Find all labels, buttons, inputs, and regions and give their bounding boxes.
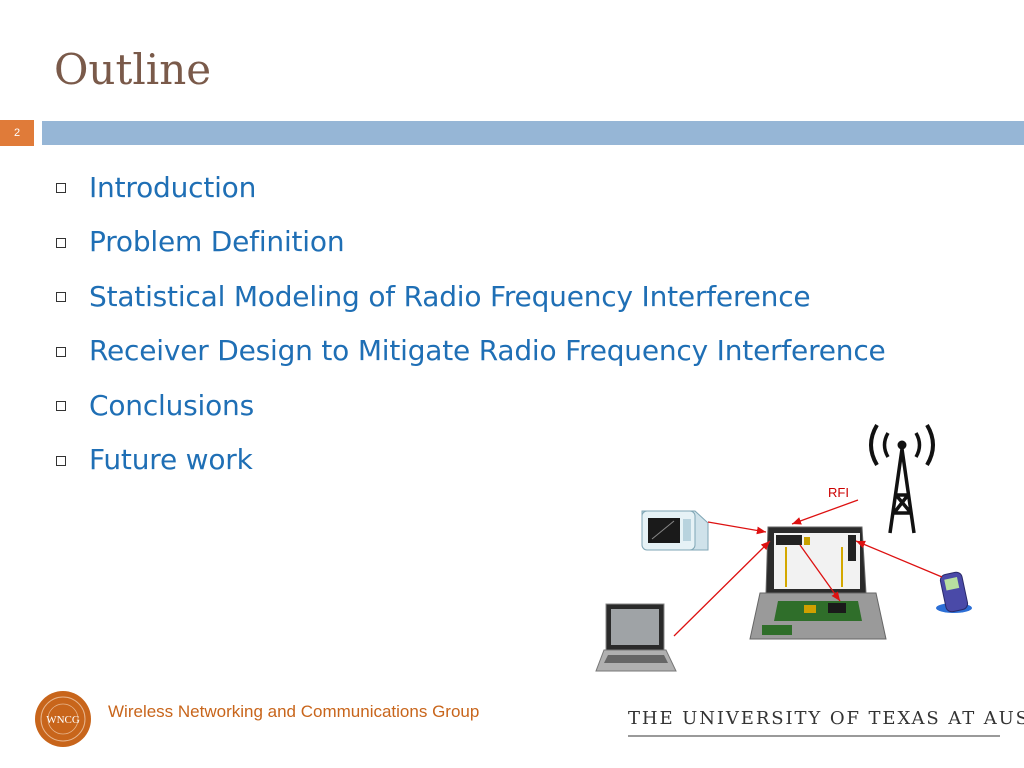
bullet-square-icon	[56, 292, 66, 303]
bullet-square-icon	[56, 346, 66, 357]
logo-text: WNCG	[46, 714, 80, 726]
slide-title: Outline	[54, 45, 212, 94]
list-item: Future work	[56, 433, 886, 488]
bullet-text: Problem Definition	[89, 225, 345, 259]
slide-number-box: 2	[0, 120, 34, 146]
list-item: Receiver Design to Mitigate Radio Freque…	[56, 324, 886, 379]
bullet-square-icon	[56, 183, 66, 194]
list-item: Introduction	[56, 160, 886, 215]
list-item: Conclusions	[56, 378, 886, 433]
microwave-icon	[641, 510, 709, 551]
bullet-text: Future work	[89, 443, 253, 477]
open-laptop-board-icon	[749, 526, 887, 640]
slide-number: 2	[13, 127, 21, 139]
bullet-square-icon	[56, 401, 66, 412]
antenna-tower-icon	[869, 423, 935, 534]
bullet-text: Introduction	[89, 170, 257, 204]
university-name: THE UNIVERSITY OF TEXAS AT AUSTIN	[628, 708, 1024, 729]
wncg-logo: WNCG	[35, 691, 91, 747]
university-underline	[628, 735, 1000, 737]
mobile-phone-icon	[936, 571, 972, 613]
bullet-text: Conclusions	[89, 388, 254, 422]
rfi-label: RFI	[828, 485, 849, 500]
bullet-text: Statistical Modeling of Radio Frequency …	[89, 279, 811, 313]
rfi-arrows	[673, 499, 943, 637]
outline-list: Introduction Problem Definition Statisti…	[56, 160, 886, 487]
bullet-square-icon	[56, 237, 66, 248]
bullet-square-icon	[56, 455, 66, 466]
laptop-icon	[595, 603, 677, 672]
accent-bar	[42, 121, 1024, 145]
org-name: Wireless Networking and Communications G…	[108, 702, 480, 721]
list-item: Problem Definition	[56, 215, 886, 270]
rfi-diagram: RFI	[595, 423, 972, 672]
list-item: Statistical Modeling of Radio Frequency …	[56, 269, 886, 324]
bullet-text: Receiver Design to Mitigate Radio Freque…	[89, 334, 886, 368]
